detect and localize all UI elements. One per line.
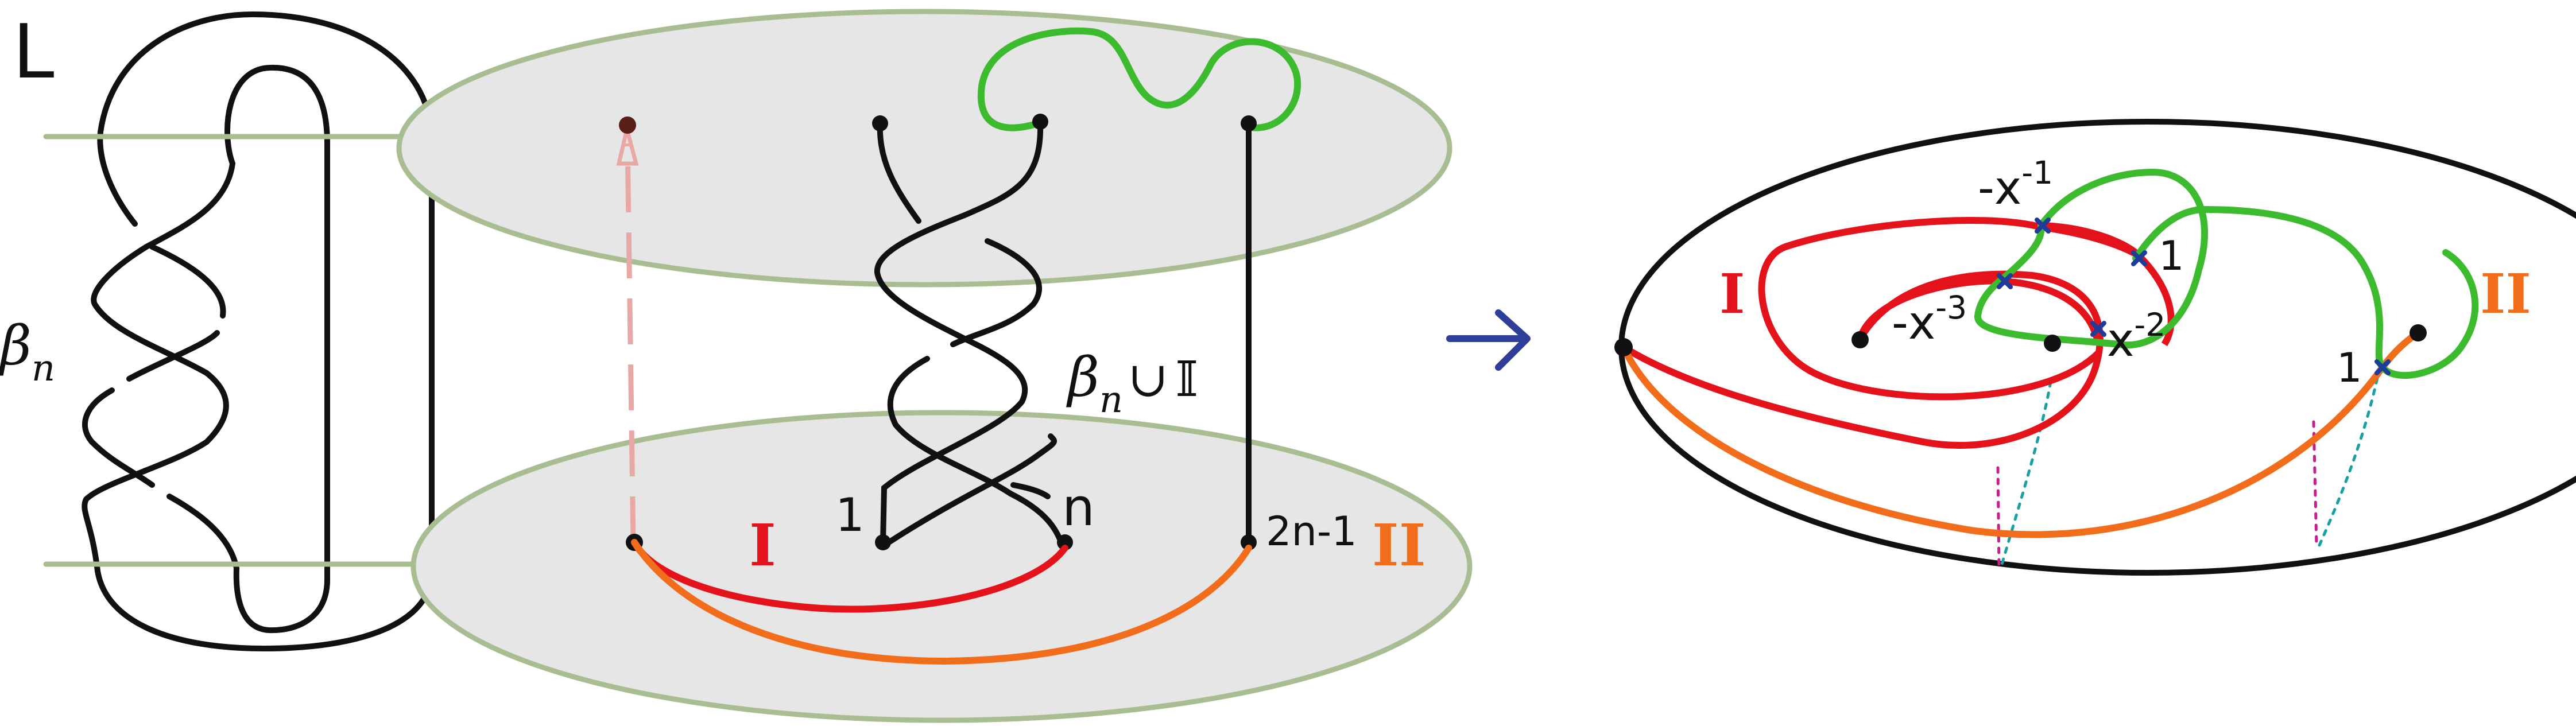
- top-endpoint-2: [1032, 114, 1048, 130]
- disk-label-II: II: [2480, 262, 2531, 326]
- cylinder-figure: 1 n 2n-1 I II βn∪𝕀: [396, 9, 1473, 723]
- guide-arrowhead-icon: [616, 129, 639, 166]
- puncture-1: [1851, 331, 1869, 348]
- green-curve: [1974, 168, 2479, 379]
- link-label: L: [13, 8, 54, 95]
- cross-marker-3: [1997, 273, 2013, 289]
- red-loop-I: [1620, 216, 2142, 449]
- link-braid-label: βn: [0, 315, 55, 390]
- red-arc-I: [631, 539, 1068, 613]
- cyl-strand-4: [887, 356, 1065, 548]
- cross-marker-5: [2374, 359, 2391, 375]
- top-basepoint: [619, 117, 636, 134]
- bottom-disk: [410, 410, 1473, 723]
- weight-neg-x-neg3: -x-3: [1892, 289, 1967, 350]
- braid-strand-c: [149, 244, 226, 319]
- right-arrow-icon: [1446, 309, 1531, 371]
- bottom-endpoint-n: [1057, 534, 1073, 550]
- dotted-guide-magenta-2: [2312, 420, 2318, 547]
- bottom-endpoint-2n1: [1241, 534, 1257, 550]
- cyl-strand-3: [950, 238, 1043, 347]
- weight-one-upper: 1: [2159, 232, 2184, 279]
- braid-union-label: βn∪𝕀: [1066, 346, 1198, 421]
- cyl-strand-1: [877, 121, 921, 224]
- dotted-guide-teal-2: [2318, 366, 2381, 547]
- cyl-strand-2: [874, 121, 1044, 545]
- label-2n-1: 2n-1: [1266, 508, 1357, 555]
- weight-x-neg2: x-2: [2107, 306, 2166, 367]
- bottom-endpoint-1: [875, 534, 891, 550]
- label-n: n: [1062, 477, 1095, 538]
- braid-strand-f: [166, 494, 239, 571]
- braid-strand-e: [82, 387, 155, 488]
- top-endpoint-1: [872, 115, 888, 131]
- puncture-3: [2410, 324, 2427, 341]
- cyl-strand-5: [886, 433, 1057, 545]
- orange-arc-II: [631, 539, 1252, 665]
- dotted-guide-magenta-1: [1996, 466, 2001, 570]
- basepoint: [1614, 338, 1633, 356]
- inner-closure-strand: [224, 64, 330, 634]
- top-endpoint-3: [1241, 115, 1257, 131]
- dotted-guide-teal-1: [1999, 380, 2052, 570]
- weight-neg-x-inv: -x-1: [1978, 154, 2053, 215]
- puncture-2: [2044, 335, 2061, 352]
- cross-marker-2: [2131, 250, 2147, 266]
- label-I: I: [749, 511, 776, 579]
- disk-figure: I II -x-1 1 -x-3 x-2 1: [1614, 119, 2576, 576]
- weight-one-lower: 1: [2337, 344, 2362, 391]
- disk-label-I: I: [1719, 262, 1745, 326]
- label-1: 1: [835, 488, 865, 542]
- label-II: II: [1372, 511, 1426, 579]
- braid-strand-d: [126, 330, 220, 382]
- cross-marker-1: [2035, 218, 2051, 234]
- braid-strand-a: [97, 129, 138, 227]
- top-disk: [396, 9, 1452, 288]
- green-cap-strand: [977, 27, 1301, 131]
- cyl-strand-6: [1010, 482, 1051, 499]
- dashed-vertical-guide: [625, 143, 636, 543]
- outer-closure-strand: [95, 11, 435, 651]
- cross-marker-4: [2090, 321, 2106, 337]
